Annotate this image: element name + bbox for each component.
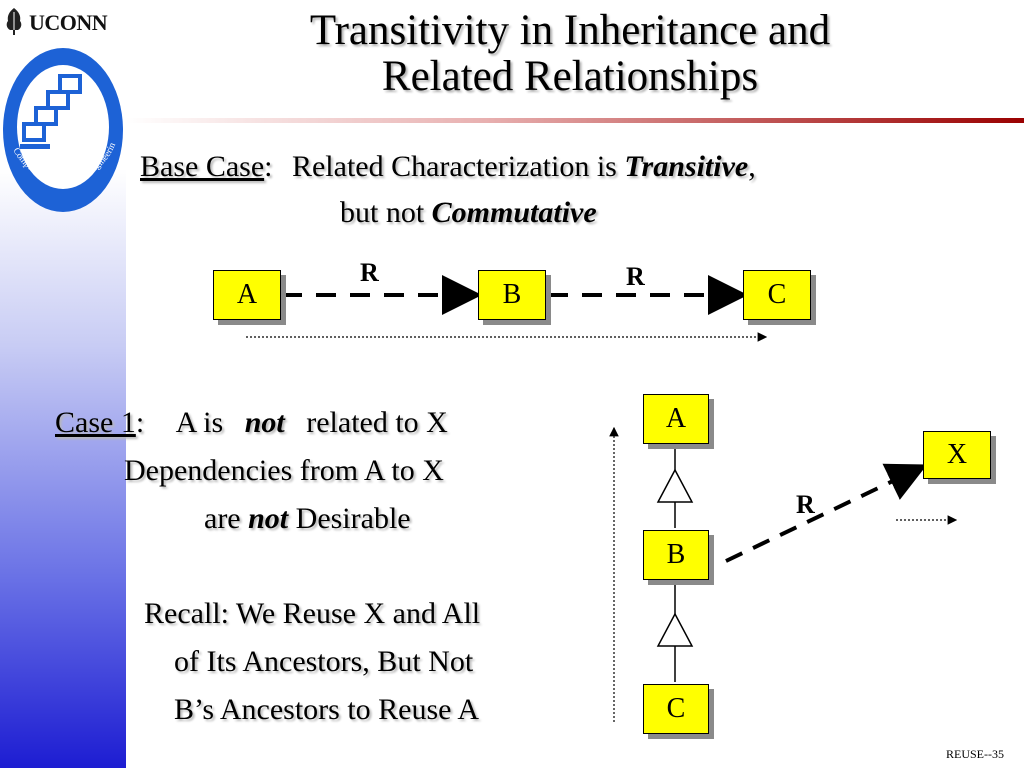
title-line-1: Transitivity in Inheritance and	[309, 7, 831, 54]
cse-logo: Computer Science and Engineering	[0, 42, 123, 212]
base-case-comma: ,	[748, 150, 756, 183]
computer-stack-icon	[20, 74, 82, 149]
relation-label-1: R	[360, 258, 379, 287]
case1-em-3: not	[248, 502, 289, 535]
base-case-line-1: Base Case: Related Characterization is T…	[140, 150, 756, 184]
base-case-em-2: Commutative	[431, 196, 597, 229]
case1-text-3b: Desirable	[295, 502, 411, 535]
case1-line-3: are not Desirable	[204, 502, 411, 536]
recall-line-1: Recall: We Reuse X and All	[144, 597, 481, 630]
case1-colon: :	[135, 406, 145, 439]
base-case-text-1: Related Characterization is	[291, 150, 617, 183]
box-c-hierarchy: C	[643, 684, 709, 734]
inherit-triangle-b-a	[656, 468, 694, 503]
case1-line-2: Dependencies from A to X	[124, 454, 444, 487]
inherit-triangle-c-b	[656, 612, 694, 647]
case1-text-1a: A is	[175, 406, 224, 439]
case1-em-1: not	[244, 406, 285, 439]
base-case-em-1: Transitive	[624, 150, 749, 183]
uconn-text: UCONN	[29, 10, 108, 35]
case1-text-3a: are	[204, 502, 241, 535]
base-case-line-2: but not Commutative	[340, 196, 597, 230]
case1-text-1b: related to X	[306, 406, 448, 439]
title-line-2: Related Relationships	[381, 53, 759, 100]
box-b-hierarchy: B	[643, 530, 709, 580]
box-x: X	[923, 431, 991, 479]
title-rule	[126, 118, 1024, 123]
recall-line-2: of Its Ancestors, But Not	[174, 645, 474, 678]
box-a-top: A	[213, 270, 281, 320]
relation-b-x	[725, 463, 928, 563]
base-case-colon: :	[264, 150, 273, 183]
box-a-hierarchy: A	[643, 394, 709, 444]
page-title: Transitivity in Inheritance and Related …	[190, 8, 950, 100]
recall-line-3: B’s Ancestors to Reuse A	[174, 693, 479, 726]
case1-label: Case 1	[55, 406, 136, 439]
uconn-wordmark: UCONN	[3, 4, 123, 38]
box-b-top: B	[478, 270, 546, 320]
oak-leaf-icon	[6, 8, 22, 35]
relation-label-2: R	[626, 262, 645, 291]
base-case-text-2: but not	[340, 196, 425, 229]
relation-label-b-x: R	[796, 490, 815, 519]
base-case-label: Base Case	[140, 150, 265, 183]
box-c-top: C	[743, 270, 811, 320]
slide-id: REUSE--35	[946, 747, 1004, 761]
case1-line-1: Case 1: A is not related to X	[55, 406, 448, 440]
